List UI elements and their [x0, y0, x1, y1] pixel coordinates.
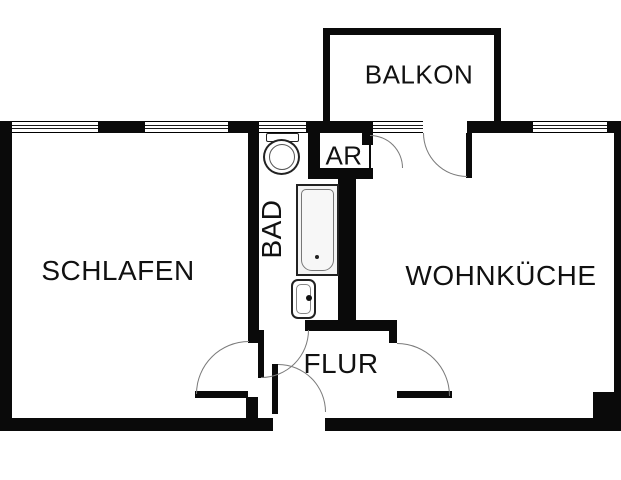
wall-top-segment — [228, 121, 259, 133]
ar-door-arc — [370, 135, 403, 168]
toilet-bowl-inner — [269, 144, 295, 170]
wall-ar-bottom — [308, 168, 373, 179]
window — [145, 121, 228, 133]
wall-schlafen-door-stub — [246, 397, 258, 420]
wall-bottom-right — [325, 418, 621, 431]
window — [11, 121, 98, 133]
washbasin-faucet — [306, 295, 312, 301]
schlafen-door-leaf — [195, 391, 248, 398]
wall-top-segment — [98, 121, 145, 133]
wall-bad-bottom — [305, 320, 397, 331]
room-label-wohnkueche: WOHNKÜCHE — [405, 260, 597, 291]
window — [533, 121, 607, 133]
wall-bad-wohnkueche — [338, 179, 356, 331]
wall-bottom-left — [0, 418, 273, 431]
room-label-schlafen: SCHLAFEN — [41, 255, 195, 286]
room-label-balkon: BALKON — [364, 59, 474, 90]
window — [373, 121, 423, 133]
wall-ar-left — [308, 133, 320, 168]
balcony-wall-right — [494, 28, 501, 121]
balcony-wall-left — [323, 28, 330, 121]
wall-right — [614, 121, 621, 418]
wall-right-corner-pier — [593, 392, 621, 431]
room-label-flur: FLUR — [303, 348, 379, 379]
wall-left — [0, 121, 12, 431]
balcony-wall-top — [323, 28, 501, 35]
wohnkueche-door-arc — [397, 343, 450, 396]
balkon-door-arc — [423, 133, 467, 177]
entrance-door-leaf — [272, 364, 278, 414]
room-label-bad: BAD — [256, 199, 287, 259]
window — [259, 121, 306, 133]
wall-top-segment — [306, 121, 373, 133]
bathtub-drain — [315, 255, 319, 259]
schlafen-door-arc — [196, 341, 249, 394]
wall-ar-right-stub — [362, 133, 373, 145]
wall-top-segment — [467, 121, 533, 133]
room-label-ar: AR — [325, 140, 363, 171]
wall-schlafen-bad — [248, 133, 259, 343]
balkon-door-leaf — [466, 133, 472, 178]
wall-flur-right-stub — [389, 331, 397, 343]
